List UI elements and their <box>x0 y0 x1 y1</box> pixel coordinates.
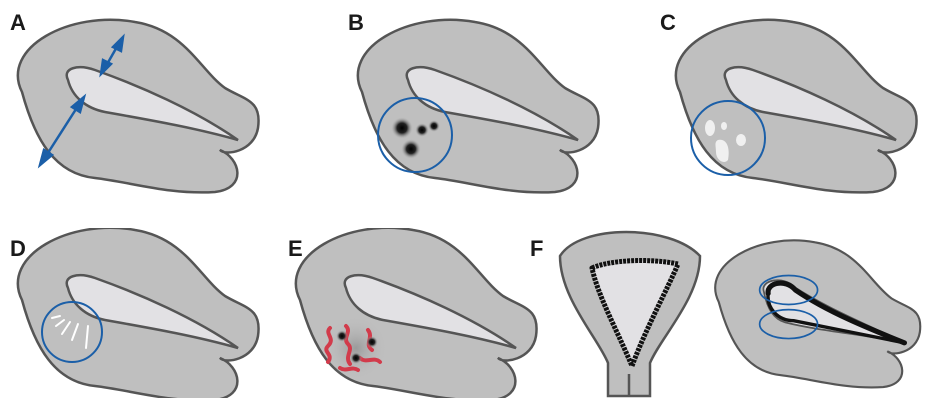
uterus-diagram-a <box>0 0 270 200</box>
panel-c: C <box>658 0 928 200</box>
dark-spot <box>415 123 429 137</box>
white-spot <box>705 120 715 136</box>
dark-spot <box>401 139 421 159</box>
panel-label-e: E <box>288 238 303 260</box>
dark-spot <box>336 330 348 342</box>
uterus-diagram-c <box>658 0 928 200</box>
coronal-view <box>550 228 720 398</box>
panel-f: F <box>520 228 929 398</box>
uterus-diagram-d <box>0 228 270 398</box>
panel-label-f: F <box>530 238 543 260</box>
dark-spot <box>391 117 413 139</box>
panel-label-c: C <box>660 12 676 34</box>
panel-b: B <box>340 0 610 200</box>
panel-label-a: A <box>10 12 26 34</box>
white-spot <box>736 134 746 146</box>
panel-label-d: D <box>10 238 26 260</box>
uterus-diagram-e <box>278 228 548 398</box>
dark-spot <box>350 352 362 364</box>
dark-spot <box>366 336 378 348</box>
panel-label-b: B <box>348 12 364 34</box>
white-spot <box>721 122 727 130</box>
panel-e: E <box>278 228 548 398</box>
sagittal-view <box>700 228 929 398</box>
panel-d: D <box>0 228 270 398</box>
panel-a: A <box>0 0 270 200</box>
dark-spot <box>428 120 440 132</box>
uterus-diagram-b <box>340 0 610 200</box>
